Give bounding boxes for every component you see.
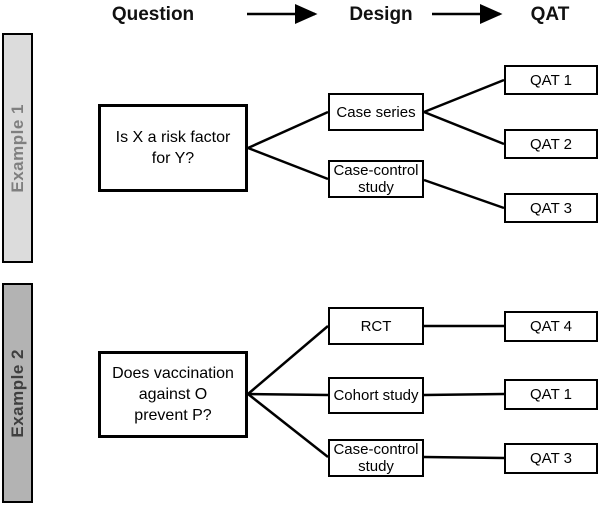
- example1-qat-2-box: QAT 2: [504, 129, 598, 159]
- qat-label: QAT 3: [530, 450, 572, 467]
- example1-question-box: Is X a risk factor for Y?: [98, 104, 248, 192]
- example1-qat-3-box: QAT 3: [504, 193, 598, 223]
- example2-qat-3-box: QAT 3: [504, 443, 598, 474]
- header-qat-label: QAT: [530, 4, 570, 25]
- header-question-label: Question: [111, 4, 195, 25]
- design-label: Case-control: [333, 441, 419, 458]
- qat-label: QAT 4: [530, 318, 572, 335]
- qat-label: QAT 1: [530, 71, 572, 89]
- example2-qat-1-box: QAT 1: [504, 379, 598, 410]
- example1-sidebar-tab: Example 1: [2, 33, 33, 263]
- example2-question-box: Does vaccination against O prevent P?: [98, 351, 248, 438]
- example2-sidebar-tab: Example 2: [2, 283, 33, 503]
- design-label: Case-control: [333, 162, 419, 179]
- connector-line: [247, 392, 329, 397]
- example1-label: Example 1: [7, 103, 27, 193]
- connector-line: [423, 78, 505, 114]
- example2-design-rct-box: RCT: [328, 307, 424, 345]
- connector-line: [423, 178, 505, 210]
- connector-line: [247, 325, 329, 395]
- connector-line: [423, 455, 505, 460]
- design-label: study: [358, 179, 394, 196]
- design-label: RCT: [360, 317, 392, 335]
- connector-line: [247, 110, 329, 150]
- design-label: Cohort study: [333, 387, 419, 404]
- example2-design-cohort-box: Cohort study: [328, 377, 424, 414]
- example1-design-case-series-box: Case series: [328, 93, 424, 131]
- design-label: study: [358, 458, 394, 475]
- connector-line: [423, 110, 505, 146]
- connector-line: [247, 393, 329, 458]
- connector-line: [247, 146, 329, 181]
- example2-qat-4-box: QAT 4: [504, 311, 598, 342]
- qat-label: QAT 2: [530, 135, 572, 153]
- example1-qat-1-box: QAT 1: [504, 65, 598, 95]
- qat-label: QAT 3: [530, 199, 572, 217]
- example2-design-case-control-box: Case-control study: [328, 439, 424, 477]
- example2-label: Example 2: [7, 348, 27, 438]
- question-line: against O: [138, 386, 208, 403]
- connector-line: [423, 392, 505, 397]
- question-line: prevent P?: [134, 407, 212, 424]
- qat-label: QAT 1: [530, 386, 572, 403]
- question-line: Does vaccination: [112, 365, 234, 382]
- design-label: Case series: [336, 103, 416, 121]
- example1-design-case-control-box: Case-control study: [328, 160, 424, 198]
- question-line: for Y?: [151, 150, 195, 167]
- question-line: Is X a risk factor: [115, 129, 231, 146]
- header-design-label: Design: [349, 4, 413, 25]
